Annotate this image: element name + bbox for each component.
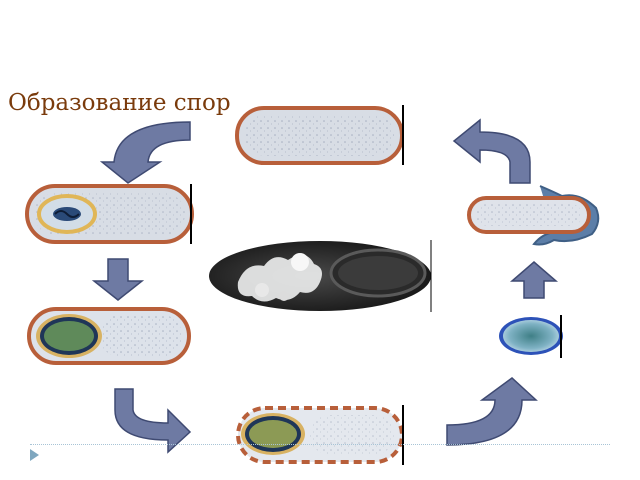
cell-prespore-forming: [25, 184, 194, 244]
cell-mature-endospore: [236, 405, 404, 465]
diagram-title: Образование спор: [8, 90, 231, 116]
cell-forespore-engulfed: [27, 307, 191, 365]
cell-germinating: [467, 185, 600, 246]
arrow-curved-down-right: [114, 388, 192, 454]
cell-stained-micrograph: [209, 240, 432, 312]
free-spore: [499, 315, 563, 358]
cell-vegetative: [235, 105, 404, 165]
play-triangle-icon[interactable]: [30, 449, 39, 461]
footer-divider: [30, 444, 610, 445]
arrow-curved-up-right: [446, 377, 538, 446]
arrow-up: [509, 261, 559, 299]
arrow-down: [91, 258, 145, 301]
arrow-curved-down-left: [99, 121, 191, 184]
arrow-curved-up-left: [452, 118, 531, 184]
